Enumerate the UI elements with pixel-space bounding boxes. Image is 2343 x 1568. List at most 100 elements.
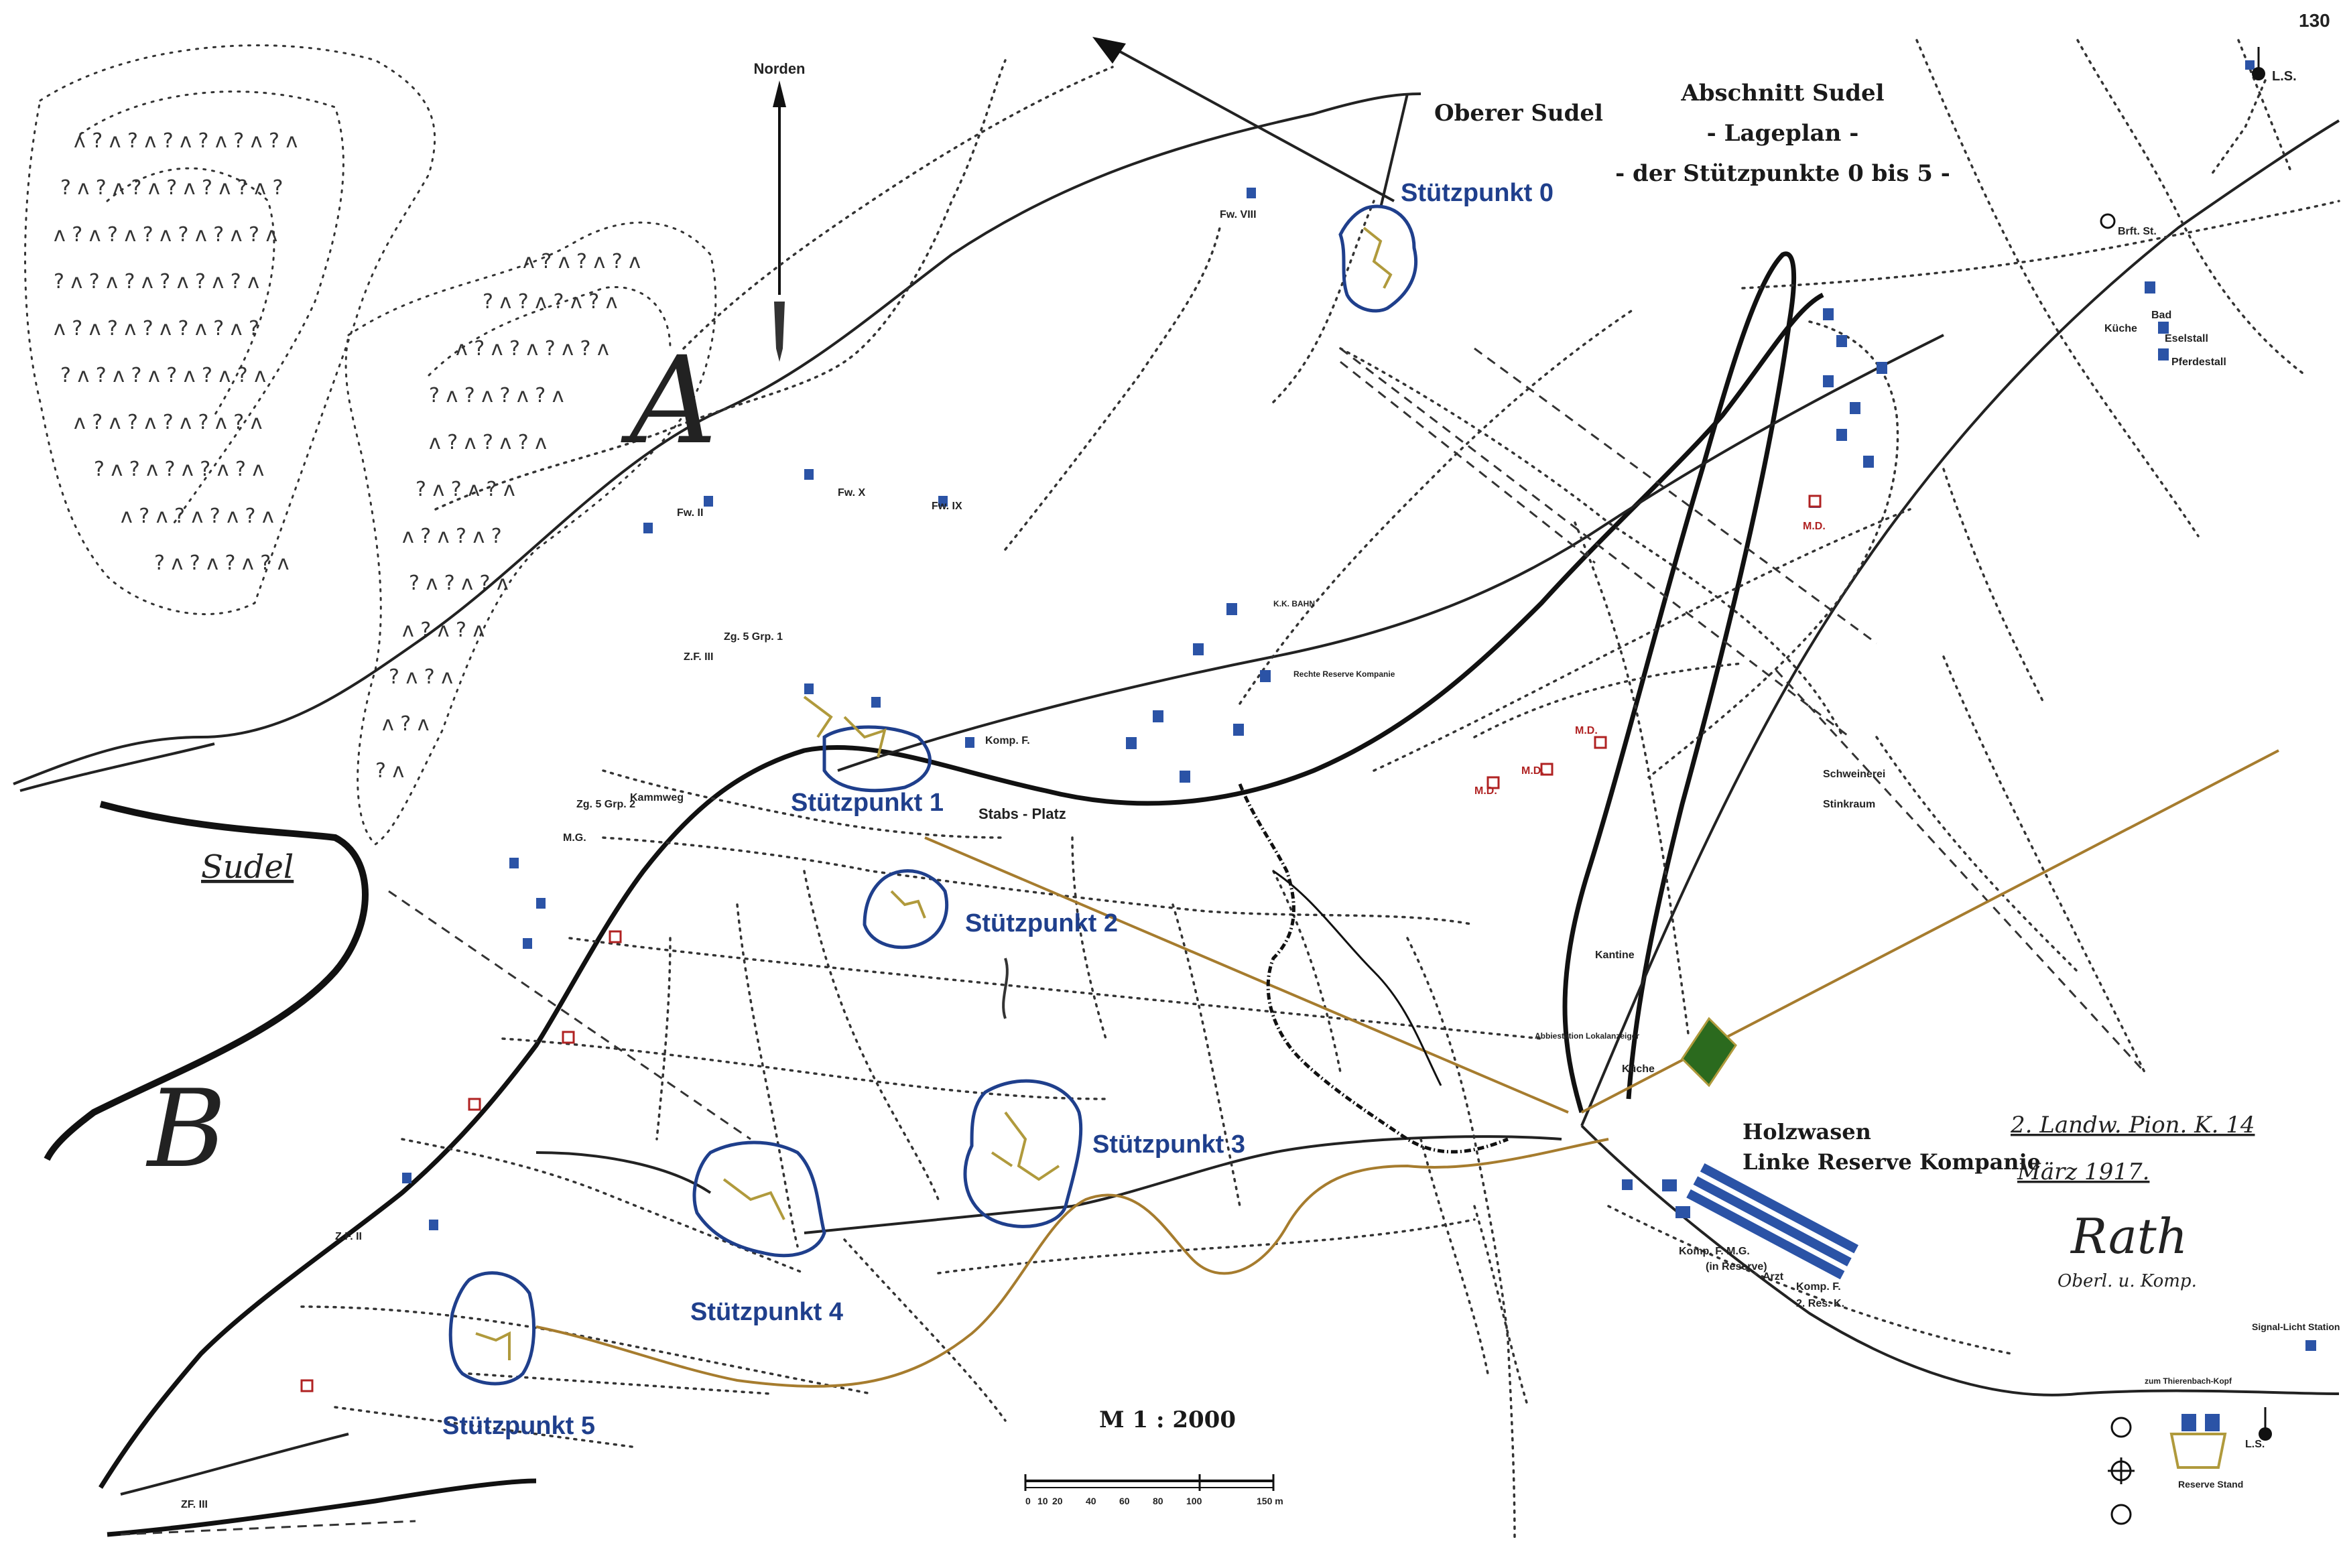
scale-tick-150: 150 m (1257, 1496, 1283, 1506)
grid-lines (388, 347, 2146, 1140)
svg-text:ʌ ? ʌ ? ʌ ? ʌ ? ʌ ? ʌ ? ʌ: ʌ ? ʌ ? ʌ ? ʌ ? ʌ ? ʌ ? ʌ (54, 223, 277, 247)
svg-text:? ʌ ? ʌ: ? ʌ ? ʌ (389, 665, 453, 689)
label-arzt: Arzt (1763, 1271, 1784, 1283)
label-komp-f2: Komp. F. (1796, 1281, 1841, 1293)
scale-tick-10: 10 (1037, 1496, 1048, 1506)
forest-a-label: A (621, 331, 717, 471)
svg-text:ʌ ? ʌ ? ʌ ? ʌ: ʌ ? ʌ ? ʌ ? ʌ (523, 250, 641, 273)
stuetzpunkte-outlines (448, 204, 1418, 1386)
label-kkbahn: K.K. BAHN (1273, 599, 1315, 608)
svg-text:? ʌ ? ʌ ? ʌ ? ʌ ? ʌ: ? ʌ ? ʌ ? ʌ ? ʌ ? ʌ (94, 458, 264, 481)
svg-text:? ʌ ? ʌ ? ʌ ? ʌ: ? ʌ ? ʌ ? ʌ ? ʌ (429, 384, 564, 407)
svg-text:ʌ ? ʌ ? ʌ ? ʌ: ʌ ? ʌ ? ʌ ? ʌ (429, 431, 547, 454)
legend-e-icon (2110, 1417, 2132, 1438)
stuetzpunkt-4-outline (692, 1140, 826, 1258)
svg-text:ʎ ? ʌ ? ʌ ? ʌ ? ʌ ? ʌ ? ʌ: ʎ ? ʌ ? ʌ ? ʌ ? ʌ ? ʌ ? ʌ (74, 129, 298, 153)
label-fw-x: Fw. X (838, 487, 866, 499)
sudel-river (44, 801, 369, 1161)
scale-tick-80: 80 (1153, 1496, 1163, 1506)
stuetzpunkt-2-label: Stützpunkt 2 (965, 909, 1118, 937)
north-label: Norden (754, 60, 806, 77)
stuetzpunkt-1-outline (822, 725, 932, 793)
holzwasen-camp (1662, 1017, 1859, 1280)
sudel-label: Sudel (201, 848, 294, 886)
svg-text:? ʌ ? ʌ ? ʌ ? ʌ ? ʌ ? ʌ ?: ? ʌ ? ʌ ? ʌ ? ʌ ? ʌ ? ʌ ? (60, 176, 283, 200)
label-zg5grp1: Zg. 5 Grp. 1 (724, 631, 783, 643)
label-komp-f: Komp. F. (985, 735, 1030, 746)
legend-circle-icon (2110, 1504, 2132, 1525)
svg-text:ʌ ? ʌ ? ʌ ? ʌ ? ʌ: ʌ ? ʌ ? ʌ ? ʌ ? ʌ (456, 337, 609, 361)
field-railway (535, 749, 2279, 1388)
label-abbiestation: Abbiestation Lokalanzeiger (1535, 1031, 1639, 1041)
svg-text:ʌ ? ʌ: ʌ ? ʌ (382, 712, 430, 736)
svg-text:ʌ ? ʌ ? ʌ ? ʌ ? ʌ ? ʌ: ʌ ? ʌ ? ʌ ? ʌ ? ʌ ? ʌ (74, 411, 263, 434)
oberer-sudel-label: Oberer Sudel (1434, 100, 1603, 127)
label-res2: 2. Res. K. (1796, 1298, 1844, 1309)
scale-tick-20: 20 (1052, 1496, 1063, 1506)
svg-text:? ʌ ? ʌ ? ʌ ? ʌ: ? ʌ ? ʌ ? ʌ ? ʌ (483, 290, 617, 314)
stuetzpunkt-0-outline (1338, 204, 1418, 313)
label-in-reserve: (in Reserve) (1706, 1261, 1767, 1272)
label-ls-legend: L.S. (2245, 1439, 2265, 1450)
label-fw-ii: Fw. II (677, 507, 703, 519)
svg-text:? ʌ ? ʌ ? ʌ ? ʌ ? ʌ ? ʌ: ? ʌ ? ʌ ? ʌ ? ʌ ? ʌ ? ʌ (54, 270, 259, 293)
scale-tick-0: 0 (1025, 1496, 1031, 1506)
label-stabs-platz: Stabs - Platz (978, 805, 1066, 822)
corner-number: 130 (2299, 10, 2330, 31)
label-bad: Bad (2151, 310, 2171, 321)
label-md1: M.D. (1803, 521, 1826, 532)
label-komp-fmg: Komp. F. M.G. (1679, 1246, 1750, 1257)
label-zg5grp2: Zg. 5 Grp. 2 (576, 799, 635, 810)
signature-line-2: März 1917. (2017, 1159, 2149, 1185)
title-line-1: Abschnitt Sudel (1680, 80, 1884, 107)
title-line-3: - der Stützpunkte 0 bis 5 - (1615, 160, 1950, 187)
label-stinkraum: Stinkraum (1823, 799, 1875, 810)
label-zfii: Z.F. II (335, 1231, 362, 1242)
label-zf3: ZF. III (181, 1499, 208, 1510)
holzwasen-label: Holzwasen (1743, 1119, 1871, 1145)
stuetzpunkt-1-label: Stützpunkt 1 (791, 789, 944, 817)
label-rechte-reserve: Rechte Reserve Kompanie (1293, 669, 1395, 679)
stuetzpunkt-2-outline (863, 869, 949, 950)
scale-label: M 1 : 2000 (1099, 1407, 1236, 1433)
label-md4: M.D. (1474, 785, 1497, 797)
label-ls-top: L.S. (2272, 69, 2297, 84)
label-signal-licht: Signal-Licht Station (2252, 1321, 2340, 1332)
stuetzpunkt-3-label: Stützpunkt 3 (1092, 1130, 1245, 1159)
stuetzpunkt-4-label: Stützpunkt 4 (690, 1298, 843, 1326)
label-mg1: M.G. (563, 832, 586, 844)
label-kantine: Kantine (1595, 950, 1635, 961)
stuetzpunkt-0-label: Stützpunkt 0 (1401, 179, 1554, 207)
svg-text:ʌ ? ʌ ? ʌ ? ʌ ? ʌ ? ʌ ?: ʌ ? ʌ ? ʌ ? ʌ ? ʌ ? ʌ ? (54, 317, 259, 340)
signature-role: Oberl. u. Komp. (2057, 1271, 2197, 1291)
label-schweinerei: Schweinerei (1823, 769, 1885, 780)
obstacle-lines (1002, 783, 1509, 1154)
scale-tick-40: 40 (1086, 1496, 1096, 1506)
signature-block: 2. Landw. Pion. K. 14 März 1917. Rath Ob… (2010, 1112, 2255, 1291)
legend-reserve-stand-icon (2169, 1433, 2227, 1469)
label-zfiii: Z.F. III (684, 651, 713, 663)
label-md2: M.D. (1575, 725, 1598, 736)
svg-text:ʌ ? ʌ ? ʌ ? ʌ ? ʌ: ʌ ? ʌ ? ʌ ? ʌ ? ʌ (121, 505, 274, 528)
signature-line-1: 2. Landw. Pion. K. 14 (2010, 1112, 2255, 1138)
label-fw-ix: Fw. IX (932, 501, 962, 512)
huts (402, 60, 2316, 1431)
label-eselstall: Eselstall (2165, 333, 2208, 344)
signature-name: Rath (2070, 1208, 2188, 1264)
stuetzpunkt-5-outline (448, 1271, 536, 1386)
label-kueche-lower: Küche (1622, 1063, 1655, 1075)
stuetzpunkt-5-label: Stützpunkt 5 (442, 1412, 595, 1440)
label-fw-viii: Fw. VIII (1220, 209, 1257, 220)
label-zum-thierenbach: zum Thierenbach-Kopf (2145, 1376, 2232, 1386)
svg-text:? ʌ ? ʌ ? ʌ ? ʌ: ? ʌ ? ʌ ? ʌ ? ʌ (154, 551, 289, 575)
svg-text:? ʌ: ? ʌ (375, 759, 404, 783)
label-reserve-stand: Reserve Stand (2178, 1479, 2243, 1490)
road-network (13, 37, 2340, 1537)
md-huts (300, 495, 1822, 1392)
forest-area-a: ʎ ? ʌ ? ʌ ? ʌ ? ʌ ? ʌ ? ʌ ? ʌ ? ʌ ? ʌ ? … (24, 44, 717, 846)
scale-bar: M 1 : 2000 0 10 20 40 60 80 100 150 m (1024, 1407, 1283, 1506)
label-pferdestall: Pferdestall (2171, 356, 2226, 368)
holzwasen-subtitle: Linke Reserve Kompanie (1743, 1149, 2041, 1175)
label-brft: Brft. St. (2118, 226, 2157, 237)
